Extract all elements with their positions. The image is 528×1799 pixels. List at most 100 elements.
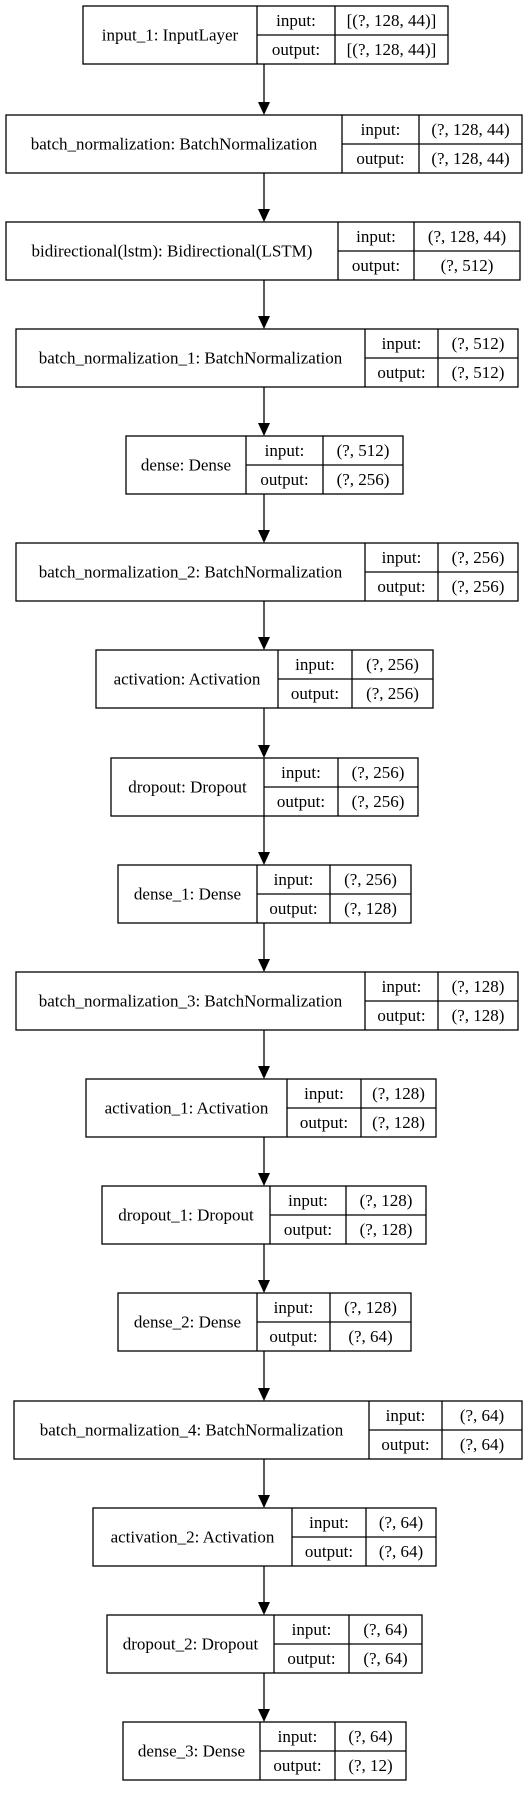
- output-label: output:: [356, 149, 404, 168]
- layer-node: dense_3: Dense input: output: (?, 64) (?, 12…: [122, 1721, 407, 1781]
- layer-node: bidirectional(lstm): Bidirectional(LSTM)…: [5, 221, 521, 281]
- arrowhead-icon: [258, 1709, 270, 1722]
- input-label: input:: [382, 334, 422, 353]
- output-label: output:: [377, 363, 425, 382]
- arrowhead-icon: [258, 1173, 270, 1186]
- layer-name: dense_2: Dense: [134, 1313, 241, 1332]
- output-shape: (?, 128): [452, 1006, 505, 1025]
- output-shape: (?, 256): [337, 470, 390, 489]
- layer-node: batch_normalization_1: BatchNormalizatio…: [15, 328, 519, 388]
- layer-name: dropout_1: Dropout: [118, 1206, 254, 1225]
- output-label: output:: [273, 1756, 321, 1775]
- input-shape: [(?, 128, 44)]: [347, 11, 437, 30]
- input-label: input:: [295, 655, 335, 674]
- output-shape: (?, 128, 44): [431, 149, 509, 168]
- output-label: output:: [300, 1113, 348, 1132]
- input-shape: (?, 64): [348, 1727, 392, 1746]
- layer-name: bidirectional(lstm): Bidirectional(LSTM): [32, 242, 313, 261]
- input-shape: (?, 512): [452, 334, 505, 353]
- arrowhead-icon: [258, 1066, 270, 1079]
- layer-name: batch_normalization_2: BatchNormalizatio…: [39, 563, 343, 582]
- layer-name: activation_2: Activation: [111, 1528, 275, 1547]
- arrowhead-icon: [258, 1388, 270, 1401]
- output-shape: (?, 128): [372, 1113, 425, 1132]
- arrowhead-icon: [258, 1280, 270, 1293]
- arrowhead-icon: [258, 102, 270, 115]
- arrowhead-icon: [258, 852, 270, 865]
- output-shape: (?, 64): [460, 1435, 504, 1454]
- layer-node: dropout_1: Dropout input: output: (?, 128) (…: [101, 1185, 427, 1245]
- output-label: output:: [277, 792, 325, 811]
- layer-name: activation: Activation: [114, 670, 261, 689]
- output-label: output:: [284, 1220, 332, 1239]
- output-shape: (?, 64): [379, 1542, 423, 1561]
- layer-node: activation_2: Activationinput:output:(?,…: [92, 1507, 437, 1567]
- input-shape: (?, 64): [379, 1513, 423, 1532]
- output-label: output:: [269, 1327, 317, 1346]
- arrowhead-icon: [258, 209, 270, 222]
- output-shape: (?, 128): [344, 899, 397, 918]
- layer-name: batch_normalization: BatchNormalization: [31, 135, 318, 154]
- layer-node: batch_normalization_3: BatchNormalizatio…: [15, 971, 519, 1031]
- output-label: output:: [287, 1649, 335, 1668]
- output-shape: (?, 128): [360, 1220, 413, 1239]
- layer-name: input_1: InputLayer: [102, 26, 239, 45]
- output-shape: (?, 256): [452, 577, 505, 596]
- input-label: input:: [309, 1513, 349, 1532]
- input-label: input:: [281, 763, 321, 782]
- input-label: input:: [278, 1727, 318, 1746]
- layer-name: batch_normalization_3: BatchNormalizatio…: [39, 992, 343, 1011]
- output-shape: (?, 12): [348, 1756, 392, 1775]
- arrowhead-icon: [258, 1495, 270, 1508]
- input-shape: (?, 512): [337, 441, 390, 460]
- layer-node: batch_normalization_2: BatchNormalizatio…: [15, 542, 519, 602]
- input-shape: (?, 128): [344, 1298, 397, 1317]
- output-shape: (?, 64): [348, 1327, 392, 1346]
- output-label: output:: [377, 577, 425, 596]
- input-label: input:: [382, 977, 422, 996]
- input-shape: (?, 256): [452, 548, 505, 567]
- layer-node: dropout_2: Dropout input: output: (?, 64) (?…: [106, 1614, 423, 1674]
- layer-name: batch_normalization_4: BatchNormalizatio…: [40, 1421, 344, 1440]
- output-shape: (?, 64): [363, 1649, 407, 1668]
- input-shape: (?, 256): [344, 870, 397, 889]
- arrowhead-icon: [258, 1602, 270, 1615]
- layer-name: batch_normalization_1: BatchNormalizatio…: [39, 349, 343, 368]
- arrowhead-icon: [258, 745, 270, 758]
- output-label: output:: [272, 40, 320, 59]
- arrowhead-icon: [258, 530, 270, 543]
- input-label: input:: [382, 548, 422, 567]
- layer-node: batch_normalization: BatchNormalization i…: [5, 114, 523, 174]
- connector-edges: [258, 64, 270, 1722]
- arrowhead-icon: [258, 316, 270, 329]
- input-shape: (?, 64): [460, 1406, 504, 1425]
- input-shape: (?, 128, 44): [431, 120, 509, 139]
- layer-name: dense: Dense: [141, 456, 231, 475]
- input-label: input:: [274, 1298, 314, 1317]
- arrowhead-icon: [258, 637, 270, 650]
- layer-name: dense_1: Dense: [134, 885, 241, 904]
- input-shape: (?, 256): [352, 763, 405, 782]
- input-label: input:: [288, 1191, 328, 1210]
- input-shape: (?, 128): [372, 1084, 425, 1103]
- layer-name: dense_3: Dense: [138, 1742, 245, 1761]
- output-label: output:: [269, 899, 317, 918]
- output-label: output:: [260, 470, 308, 489]
- input-shape: (?, 64): [363, 1620, 407, 1639]
- arrowhead-icon: [258, 423, 270, 436]
- output-label: output:: [381, 1435, 429, 1454]
- input-label: input:: [292, 1620, 332, 1639]
- layer-name: dropout: Dropout: [128, 778, 247, 797]
- input-label: input:: [361, 120, 401, 139]
- layer-box: [85, 1078, 437, 1138]
- layer-node: dropout: Dropout input: output: (?, 256) (?,…: [110, 757, 419, 817]
- output-shape: (?, 256): [352, 792, 405, 811]
- layer-name: dropout_2: Dropout: [123, 1635, 259, 1654]
- input-shape: (?, 128): [360, 1191, 413, 1210]
- input-label: input:: [304, 1084, 344, 1103]
- layer-node: dense_2: Dense input: output: (?, 128) (?, 6…: [117, 1292, 412, 1352]
